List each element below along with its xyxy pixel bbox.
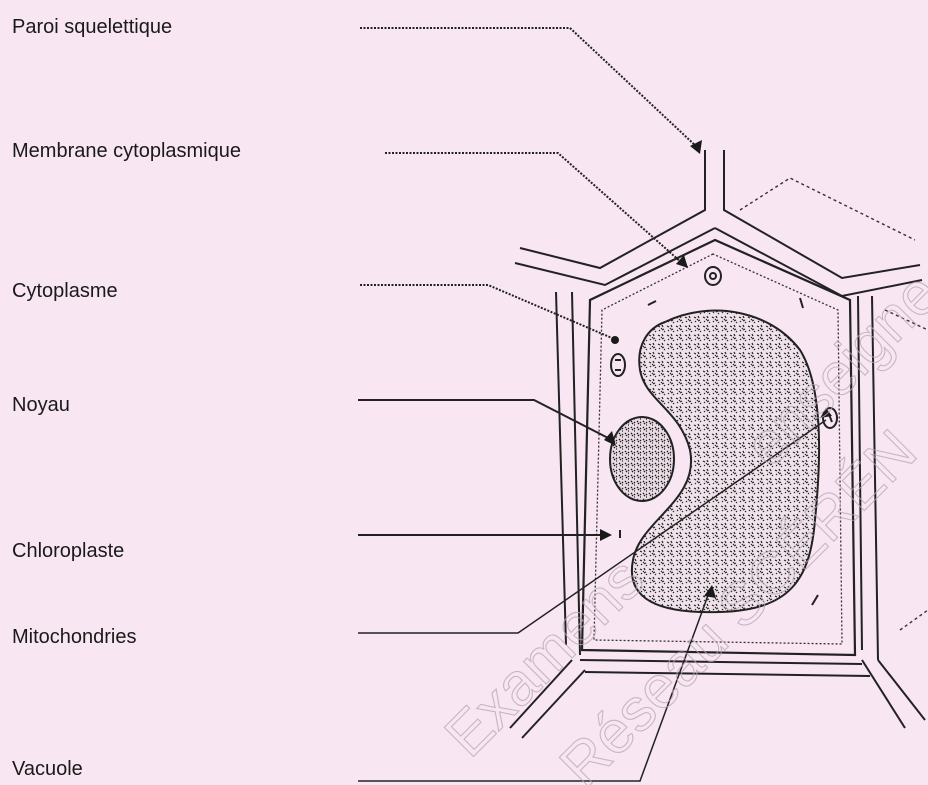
- nucleus-shape: [610, 417, 674, 501]
